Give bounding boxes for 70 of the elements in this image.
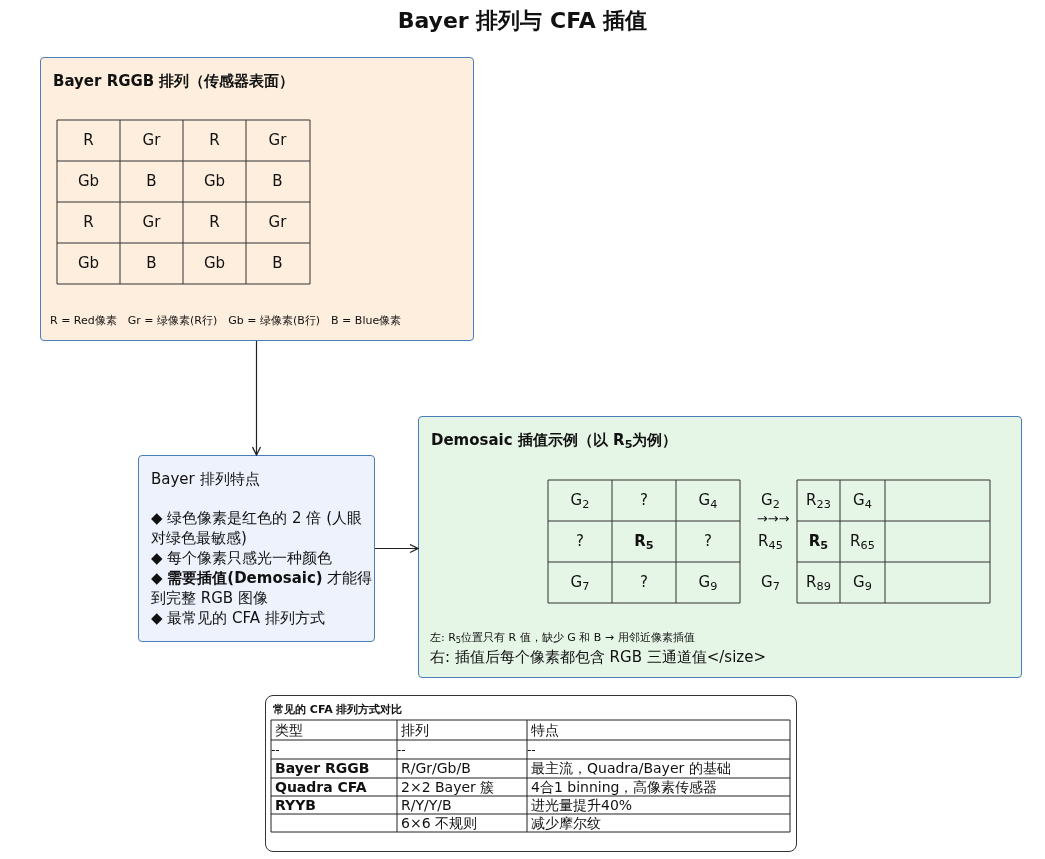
- bullet-text: ◆ 绿色像素是红色的 2 倍 (人眼对绿色最敏感): [151, 508, 363, 548]
- panel-box: [138, 455, 375, 642]
- pixel-label: Gr: [268, 212, 287, 234]
- legend-note: R = Red像素 Gr = 绿像素(R行) Gb = 绿像素(B行) B = Blue像素: [50, 312, 402, 329]
- panel-heading: Demosaic 插值示例（以 R$_{5}$为例）: [431, 430, 678, 452]
- pixel-label: G$_{2}$: [761, 490, 780, 512]
- pixel-label: R: [209, 212, 220, 234]
- pixel-label: ?: [640, 572, 648, 594]
- pixel-label: G$_{9}$: [698, 572, 718, 594]
- table-cell: --: [271, 743, 280, 756]
- bullet-text: ◆ 最常见的 CFA 排列方式: [151, 608, 326, 628]
- pixel-label: B: [146, 171, 157, 193]
- table-cell-text: 6×6 不规则: [401, 813, 477, 833]
- table-cell: --: [527, 743, 536, 756]
- pixel-label: Gb: [203, 253, 226, 275]
- arrow: [374, 543, 419, 554]
- bullet-text: ◆ 需要插值(Demosaic) 才能得到完整 RGB 图像: [151, 568, 373, 608]
- panel-box: [418, 416, 1022, 678]
- pixel-label: R$_{45}$: [758, 531, 783, 553]
- pixel-label: R: [209, 130, 220, 152]
- pixel-label: R$_{5}$: [808, 531, 829, 553]
- table-cell: --: [397, 743, 406, 756]
- pixel-label: Gb: [77, 171, 100, 193]
- panel-heading: Bayer RGGB 排列（传感器表面）: [53, 71, 295, 92]
- table-cell-text: R/Y/Y/B: [401, 795, 452, 815]
- arrow: [251, 340, 262, 456]
- note-text: 右: 插值后每个像素都包含 RGB 三通道值</size>: [430, 646, 766, 668]
- bullet-text: ◆ 每个像素只感光一种颜色: [151, 548, 334, 568]
- pixel-label: R: [83, 130, 94, 152]
- pixel-label: R$_{89}$: [806, 572, 831, 594]
- pixel-label: G$_{4}$: [853, 490, 872, 512]
- pixel-label: R$_{5}$: [634, 531, 654, 553]
- table-cell-text: 进光量提升40%: [531, 795, 633, 815]
- pixel-label: G$_{7}$: [570, 572, 590, 594]
- pixel-label: R$_{65}$: [850, 531, 875, 553]
- pixel-label: Gr: [142, 130, 161, 152]
- pixel-label: ?: [640, 490, 648, 512]
- table-cell-text: 特点: [531, 720, 559, 740]
- pixel-label: Gb: [203, 171, 226, 193]
- pixel-label: B: [272, 171, 283, 193]
- pixel-label: B: [146, 253, 157, 275]
- diagram-title: Bayer 排列与 CFA 插值: [396, 7, 649, 35]
- note-text: 左: R$_{5}$位置只有 R 值，缺少 G 和 B → 用邻近像素插值: [430, 629, 695, 647]
- pixel-label: G$_{7}$: [761, 572, 780, 594]
- table-cell-text: 4合1 binning，高像素传感器: [531, 777, 718, 797]
- pixel-label: R$_{23}$: [806, 490, 831, 512]
- pixel-label: B: [272, 253, 283, 275]
- table-cell-text: 排列: [401, 720, 429, 740]
- pixel-label: G$_{2}$: [570, 490, 590, 512]
- pixel-label: ?: [704, 531, 712, 553]
- pixel-label: Gr: [268, 130, 287, 152]
- pixel-label: G$_{9}$: [853, 572, 872, 594]
- table-cell-text: 最主流，Quadra/Bayer 的基础: [531, 759, 731, 778]
- table-cell-text: Bayer RGGB: [275, 759, 370, 778]
- panel-heading: Bayer 排列特点: [151, 469, 260, 490]
- arrow-symbols: →→→: [756, 510, 790, 529]
- panel-heading: 常见的 CFA 排列方式对比: [273, 702, 403, 718]
- table-panel: [265, 695, 797, 852]
- table-cell-text: 减少摩尔纹: [531, 813, 601, 833]
- table-cell-text: Quadra CFA: [275, 777, 367, 797]
- pixel-label: Gr: [142, 212, 161, 234]
- table-cell-text: R/Gr/Gb/B: [401, 759, 471, 778]
- table-cell-text: 2×2 Bayer 簇: [401, 777, 495, 797]
- table-cell-text: RYYB: [275, 795, 316, 815]
- table-cell-text: 类型: [275, 720, 303, 740]
- pixel-label: G$_{4}$: [698, 490, 718, 512]
- pixel-label: Gb: [77, 253, 100, 275]
- pixel-label: ?: [576, 531, 584, 553]
- pixel-label: R: [83, 212, 94, 234]
- panel-box: [40, 57, 474, 341]
